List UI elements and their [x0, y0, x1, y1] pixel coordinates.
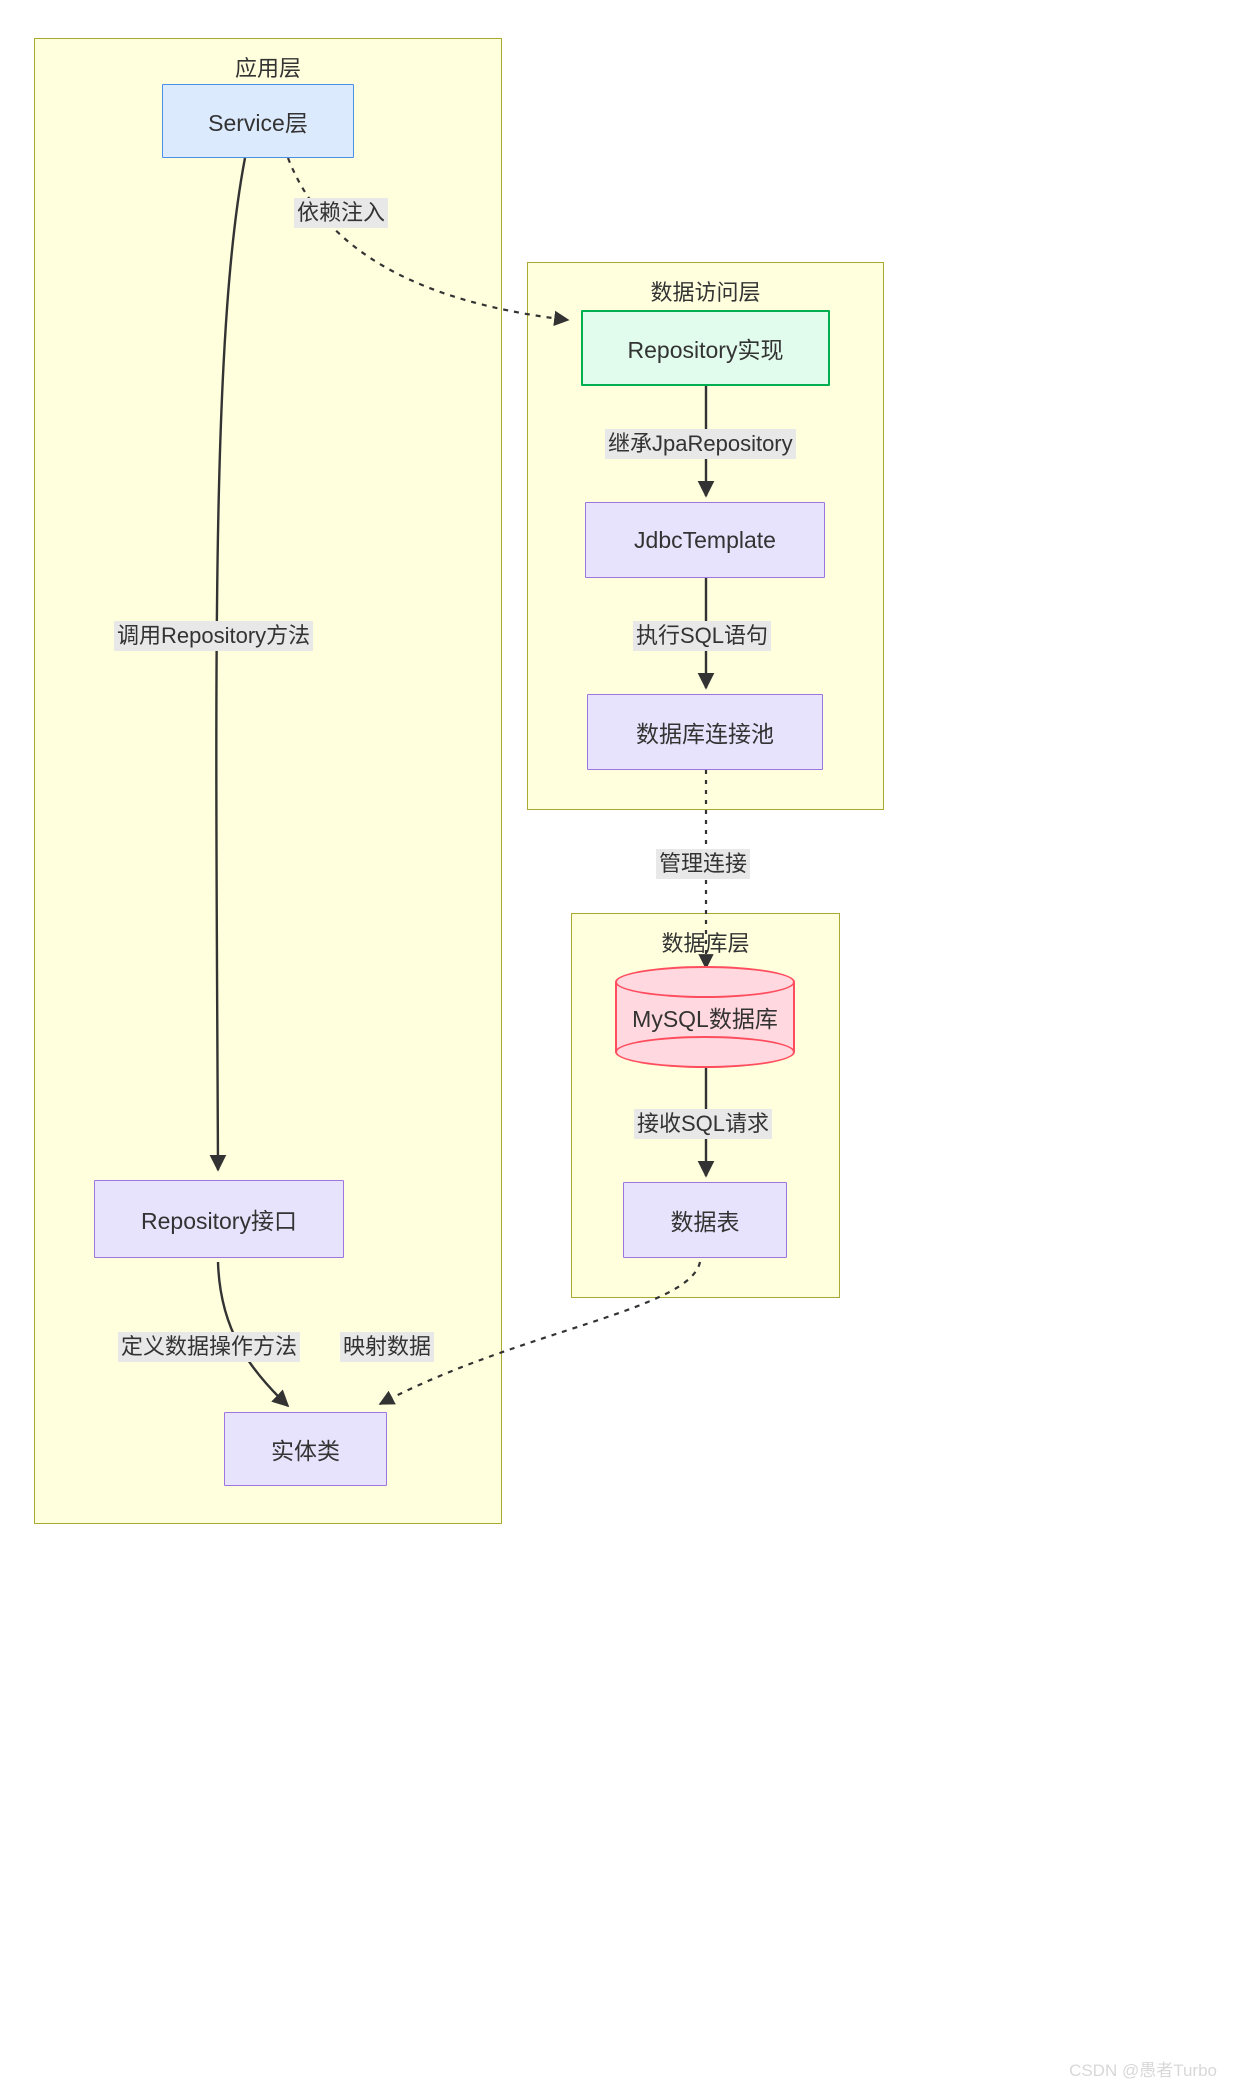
subgraph-title-application-layer: 应用层: [234, 56, 301, 81]
node-service-layer[interactable]: Service层: [162, 84, 354, 158]
subgraph-application-layer: 应用层: [34, 38, 502, 1524]
node-jdbc-template[interactable]: JdbcTemplate: [585, 502, 825, 578]
edge-label-di: 依赖注入: [294, 198, 389, 228]
node-repository-impl[interactable]: Repository实现: [581, 310, 830, 386]
node-entity-class[interactable]: 实体类: [224, 1412, 387, 1486]
cylinder-top-ellipse: [615, 966, 795, 998]
node-label-data-table: 数据表: [670, 1209, 740, 1235]
node-label-jdbc-template: JdbcTemplate: [634, 526, 776, 553]
subgraph-title-data-access-layer: 数据访问层: [650, 280, 761, 305]
edge-label-exec-sql: 执行SQL语句: [633, 621, 772, 651]
cylinder-bottom-ellipse: [615, 1036, 795, 1068]
node-label-connection-pool: 数据库连接池: [636, 721, 774, 747]
node-repository-interface[interactable]: Repository接口: [94, 1180, 344, 1258]
node-label-service-layer: Service层: [208, 110, 308, 136]
edge-label-call-repo: 调用Repository方法: [114, 621, 314, 651]
node-label-entity-class: 实体类: [271, 1438, 340, 1464]
edge-label-map-data: 映射数据: [340, 1332, 435, 1362]
edge-label-inherit-jpa: 继承JpaRepository: [605, 429, 796, 459]
node-data-table[interactable]: 数据表: [623, 1182, 787, 1258]
node-connection-pool[interactable]: 数据库连接池: [587, 694, 823, 770]
node-label-mysql-database: MySQL数据库: [632, 1006, 778, 1032]
node-mysql-database[interactable]: MySQL数据库: [615, 966, 795, 1068]
edge-label-recv-sql: 接收SQL请求: [634, 1109, 773, 1139]
node-label-repository-interface: Repository接口: [141, 1208, 297, 1234]
node-label-repository-impl: Repository实现: [627, 337, 784, 363]
edge-label-manage-conn: 管理连接: [656, 849, 751, 879]
edge-label-define-method: 定义数据操作方法: [118, 1332, 301, 1362]
subgraph-title-database-layer: 数据库层: [661, 931, 750, 956]
watermark: CSDN @愚者Turbo: [1069, 2061, 1217, 2080]
